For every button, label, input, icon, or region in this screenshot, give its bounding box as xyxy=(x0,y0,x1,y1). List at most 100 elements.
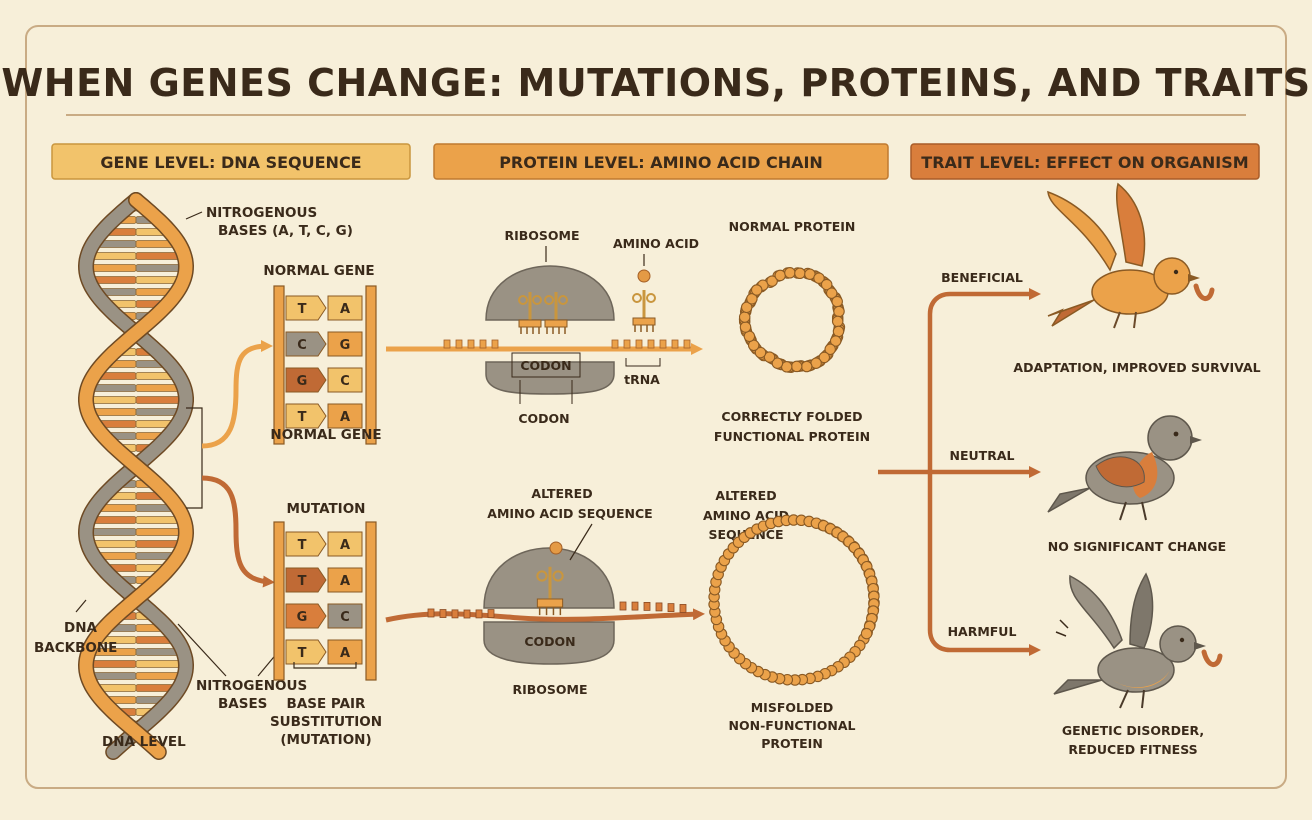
base-letter-right: A xyxy=(340,538,350,553)
amino-acid-bead xyxy=(794,267,806,280)
amino-acid-bead xyxy=(766,275,778,287)
dna-strand-gray xyxy=(79,193,193,759)
normal-gene-diagram: T A C G G C T A xyxy=(273,285,377,445)
trait-harmful-effect-1: GENETIC DISORDER, xyxy=(1062,723,1204,738)
amino-acid-bead xyxy=(740,301,753,314)
dna-rung-left xyxy=(87,660,137,668)
dna-rung-right xyxy=(135,660,185,668)
amino-acid-bead xyxy=(824,343,836,356)
translation-bottom: CODON ALTERED AMINO ACID SEQUENCE RIBOSO… xyxy=(385,486,705,697)
base-letter-right: A xyxy=(340,574,350,589)
gene-level-header-text: GENE LEVEL: DNA SEQUENCE xyxy=(100,153,361,172)
trait-level-header-text: TRAIT LEVEL: EFFECT ON ORGANISM xyxy=(921,153,1248,172)
base-left xyxy=(285,639,327,665)
base-right xyxy=(327,331,363,357)
dna-bottom-bases-2: BASES xyxy=(218,696,267,712)
base-right xyxy=(327,367,363,393)
trait-harmful-effect-2: REDUCED FITNESS xyxy=(1068,742,1197,757)
amino-acid-bead xyxy=(810,357,822,369)
base-left xyxy=(285,531,327,557)
dna-rung-right xyxy=(135,528,185,536)
gene-backbone-left xyxy=(273,521,285,681)
dna-strand-orange xyxy=(79,193,193,759)
base-left xyxy=(285,367,327,393)
misfolded-protein-chain xyxy=(708,514,880,686)
mutation-sub-3: (MUTATION) xyxy=(280,732,371,748)
altered-seq-label-2: AMINO ACID SEQUENCE xyxy=(487,506,652,521)
normal-gene-top-label: NORMAL GENE xyxy=(263,263,374,279)
trna-label: tRNA xyxy=(624,372,660,387)
normal-protein-label: NORMAL PROTEIN xyxy=(729,219,856,234)
bird-beneficial-icon xyxy=(1047,182,1215,329)
page-title: WHEN GENES CHANGE: MUTATIONS, PROTEINS, … xyxy=(1,61,1310,105)
dna-bases-label-1: NITROGENOUS xyxy=(206,205,317,221)
base-right xyxy=(327,567,363,593)
base-letter-right: C xyxy=(340,610,350,625)
dna-bottom-bases-1: NITROGENOUS xyxy=(196,678,307,694)
base-letter-left: T xyxy=(298,574,307,589)
base-letter-right: A xyxy=(340,302,350,317)
normal-gene-bottom-label: NORMAL GENE xyxy=(270,427,381,443)
mutation-sub-2: SUBSTITUTION xyxy=(270,714,382,730)
base-right xyxy=(327,295,363,321)
dna-rung-right xyxy=(135,396,185,404)
gene-backbone-right xyxy=(365,285,377,445)
protein-bottom-desc-1: MISFOLDED xyxy=(751,700,834,715)
base-letter-left: C xyxy=(297,338,307,353)
dna-backbone-label-1: DNA xyxy=(64,620,98,636)
trait-neutral-label: NEUTRAL xyxy=(950,448,1015,463)
ribosome-top-label: RIBOSOME xyxy=(504,228,579,243)
gene-level-header: GENE LEVEL: DNA SEQUENCE xyxy=(51,143,411,180)
base-letter-left: T xyxy=(298,410,307,425)
trait-harmful-label: HARMFUL xyxy=(948,624,1017,639)
amino-acid-bead xyxy=(750,284,763,296)
arrow-to-normal-gene xyxy=(201,340,273,449)
dna-rung-right xyxy=(135,264,185,272)
dna-backbone-label-2: BACKBONE xyxy=(34,640,117,656)
trna-icon xyxy=(632,290,656,332)
base-right xyxy=(327,603,363,629)
amino-acid-bead xyxy=(832,325,845,338)
protein-bottom-label-1: ALTERED xyxy=(715,488,776,503)
gene-backbone-left xyxy=(273,285,285,445)
mutation-sub-1: BASE PAIR xyxy=(287,696,367,712)
bird-harmful-icon xyxy=(1053,572,1223,709)
translation-top: CODON CODON RIBOSOME AMINO ACID tRNA xyxy=(386,228,703,426)
dna-level-label: DNA LEVEL xyxy=(102,734,186,750)
base-letter-left: G xyxy=(297,374,308,389)
base-letter-left: T xyxy=(298,302,307,317)
base-right xyxy=(327,403,363,429)
base-letter-right: A xyxy=(340,646,350,661)
amino-acid-bead xyxy=(790,360,803,373)
dna-rung-left xyxy=(87,528,137,536)
protein-top-desc-1: CORRECTLY FOLDED xyxy=(721,409,862,424)
dna-rung-left xyxy=(87,264,137,272)
trait-level-header: TRAIT LEVEL: EFFECT ON ORGANISM xyxy=(910,143,1260,180)
protein-bottom-desc-3: PROTEIN xyxy=(761,736,823,751)
base-letter-right: G xyxy=(340,338,351,353)
altered-seq-label-1: ALTERED xyxy=(531,486,592,501)
amino-acid-bead xyxy=(829,335,842,347)
amino-acid-bead xyxy=(818,351,831,364)
trna-icon xyxy=(518,292,542,334)
base-left xyxy=(285,295,327,321)
gene-backbone-right xyxy=(365,521,377,681)
amino-acid-bead xyxy=(813,272,825,284)
codon-inner-bottom: CODON xyxy=(524,634,575,649)
amino-acid-bead xyxy=(746,293,758,305)
base-letter-right: C xyxy=(340,374,350,389)
ribosome-bottom-label: RIBOSOME xyxy=(512,682,587,697)
base-right xyxy=(327,639,363,665)
base-left xyxy=(285,567,327,593)
base-letter-right: A xyxy=(340,410,350,425)
arrow-to-mutation xyxy=(201,475,275,588)
base-left xyxy=(285,331,327,357)
amino-acid-bead xyxy=(754,346,767,359)
amino-acid-bead xyxy=(738,311,751,323)
amino-acid-bead xyxy=(771,357,784,369)
normal-protein-chain xyxy=(738,267,846,373)
dna-helix xyxy=(77,192,195,760)
amino-acid-bead xyxy=(831,295,843,308)
